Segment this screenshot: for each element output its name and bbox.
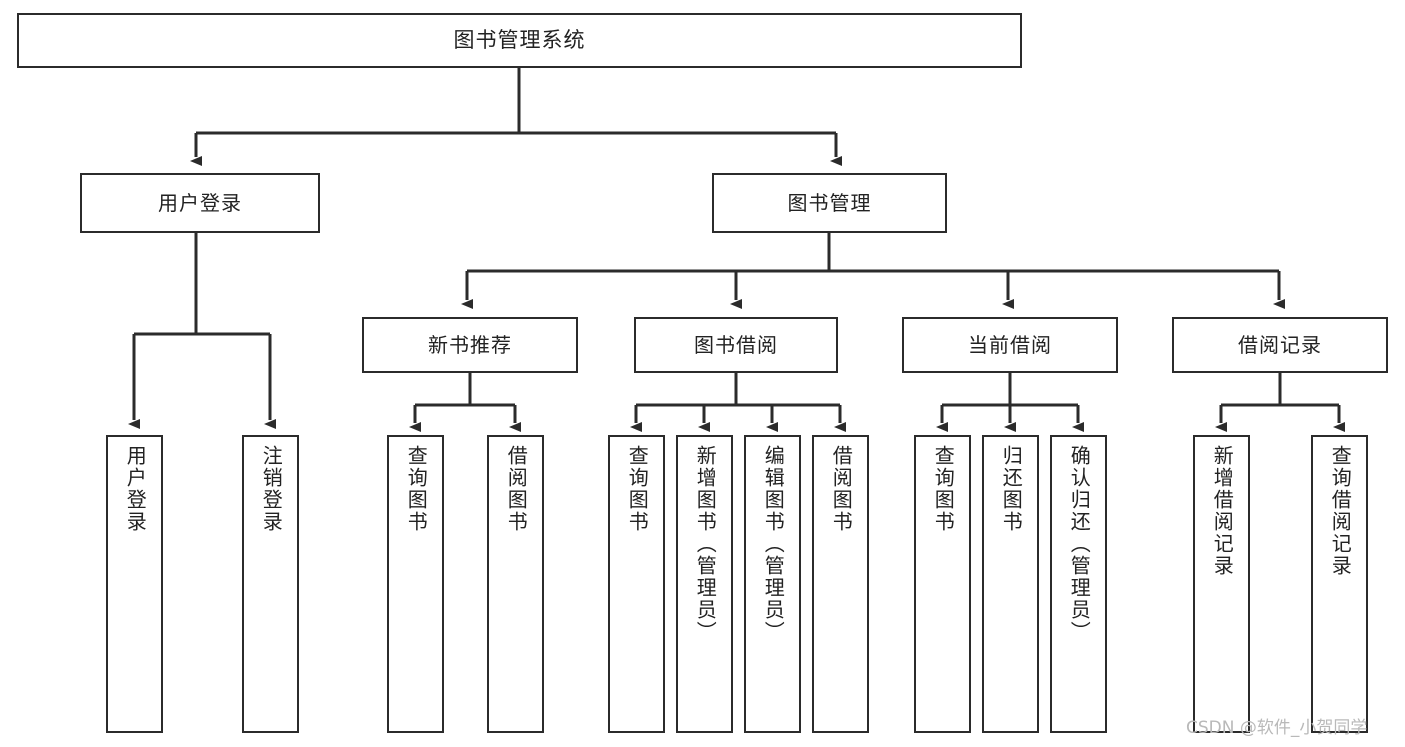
node-root-label: 图书管理系统: [453, 27, 586, 52]
node-root[interactable]: 图书管理系统: [17, 13, 1022, 68]
leaf-query-record-label: 查询借阅记录: [1328, 445, 1353, 577]
node-new-book-recommend-label: 新书推荐: [428, 333, 512, 357]
node-borrow-record-label: 借阅记录: [1238, 333, 1322, 357]
leaf-confirm-return[interactable]: 确认归还（管理员）: [1050, 435, 1107, 733]
leaf-borrow-book-2[interactable]: 借阅图书: [812, 435, 869, 733]
leaf-query-book-1-label: 查询图书: [404, 445, 429, 533]
leaf-add-record[interactable]: 新增借阅记录: [1193, 435, 1250, 733]
node-book-manage[interactable]: 图书管理: [712, 173, 947, 233]
leaf-query-record[interactable]: 查询借阅记录: [1311, 435, 1368, 733]
leaf-user-login[interactable]: 用户登录: [106, 435, 163, 733]
leaf-return-book[interactable]: 归还图书: [982, 435, 1039, 733]
leaf-query-book-2[interactable]: 查询图书: [608, 435, 665, 733]
node-current-borrow[interactable]: 当前借阅: [902, 317, 1118, 373]
leaf-confirm-return-label: 确认归还（管理员）: [1067, 445, 1092, 643]
node-book-borrow-label: 图书借阅: [694, 333, 778, 357]
leaf-query-book-2-label: 查询图书: [625, 445, 650, 533]
leaf-logout-login-label: 注销登录: [259, 445, 284, 533]
node-current-borrow-label: 当前借阅: [968, 333, 1052, 357]
node-book-manage-label: 图书管理: [787, 191, 872, 215]
leaf-edit-book[interactable]: 编辑图书（管理员）: [744, 435, 801, 733]
leaf-add-book-label: 新增图书（管理员）: [693, 445, 718, 643]
node-user-login[interactable]: 用户登录: [80, 173, 320, 233]
leaf-query-book-1[interactable]: 查询图书: [387, 435, 444, 733]
leaf-query-book-3-label: 查询图书: [931, 445, 956, 533]
leaf-return-book-label: 归还图书: [999, 445, 1024, 533]
leaf-add-book[interactable]: 新增图书（管理员）: [676, 435, 733, 733]
leaf-query-book-3[interactable]: 查询图书: [914, 435, 971, 733]
leaf-add-record-label: 新增借阅记录: [1210, 445, 1235, 577]
watermark: CSDN @软件_小贺同学: [1186, 718, 1368, 738]
node-borrow-record[interactable]: 借阅记录: [1172, 317, 1388, 373]
leaf-borrow-book-1[interactable]: 借阅图书: [487, 435, 544, 733]
leaf-logout-login[interactable]: 注销登录: [242, 435, 299, 733]
leaf-borrow-book-2-label: 借阅图书: [829, 445, 854, 533]
leaf-user-login-label: 用户登录: [123, 445, 148, 533]
node-book-borrow[interactable]: 图书借阅: [634, 317, 838, 373]
leaf-edit-book-label: 编辑图书（管理员）: [761, 445, 786, 643]
node-user-login-label: 用户登录: [158, 191, 242, 215]
node-new-book-recommend[interactable]: 新书推荐: [362, 317, 578, 373]
leaf-borrow-book-1-label: 借阅图书: [504, 445, 529, 533]
